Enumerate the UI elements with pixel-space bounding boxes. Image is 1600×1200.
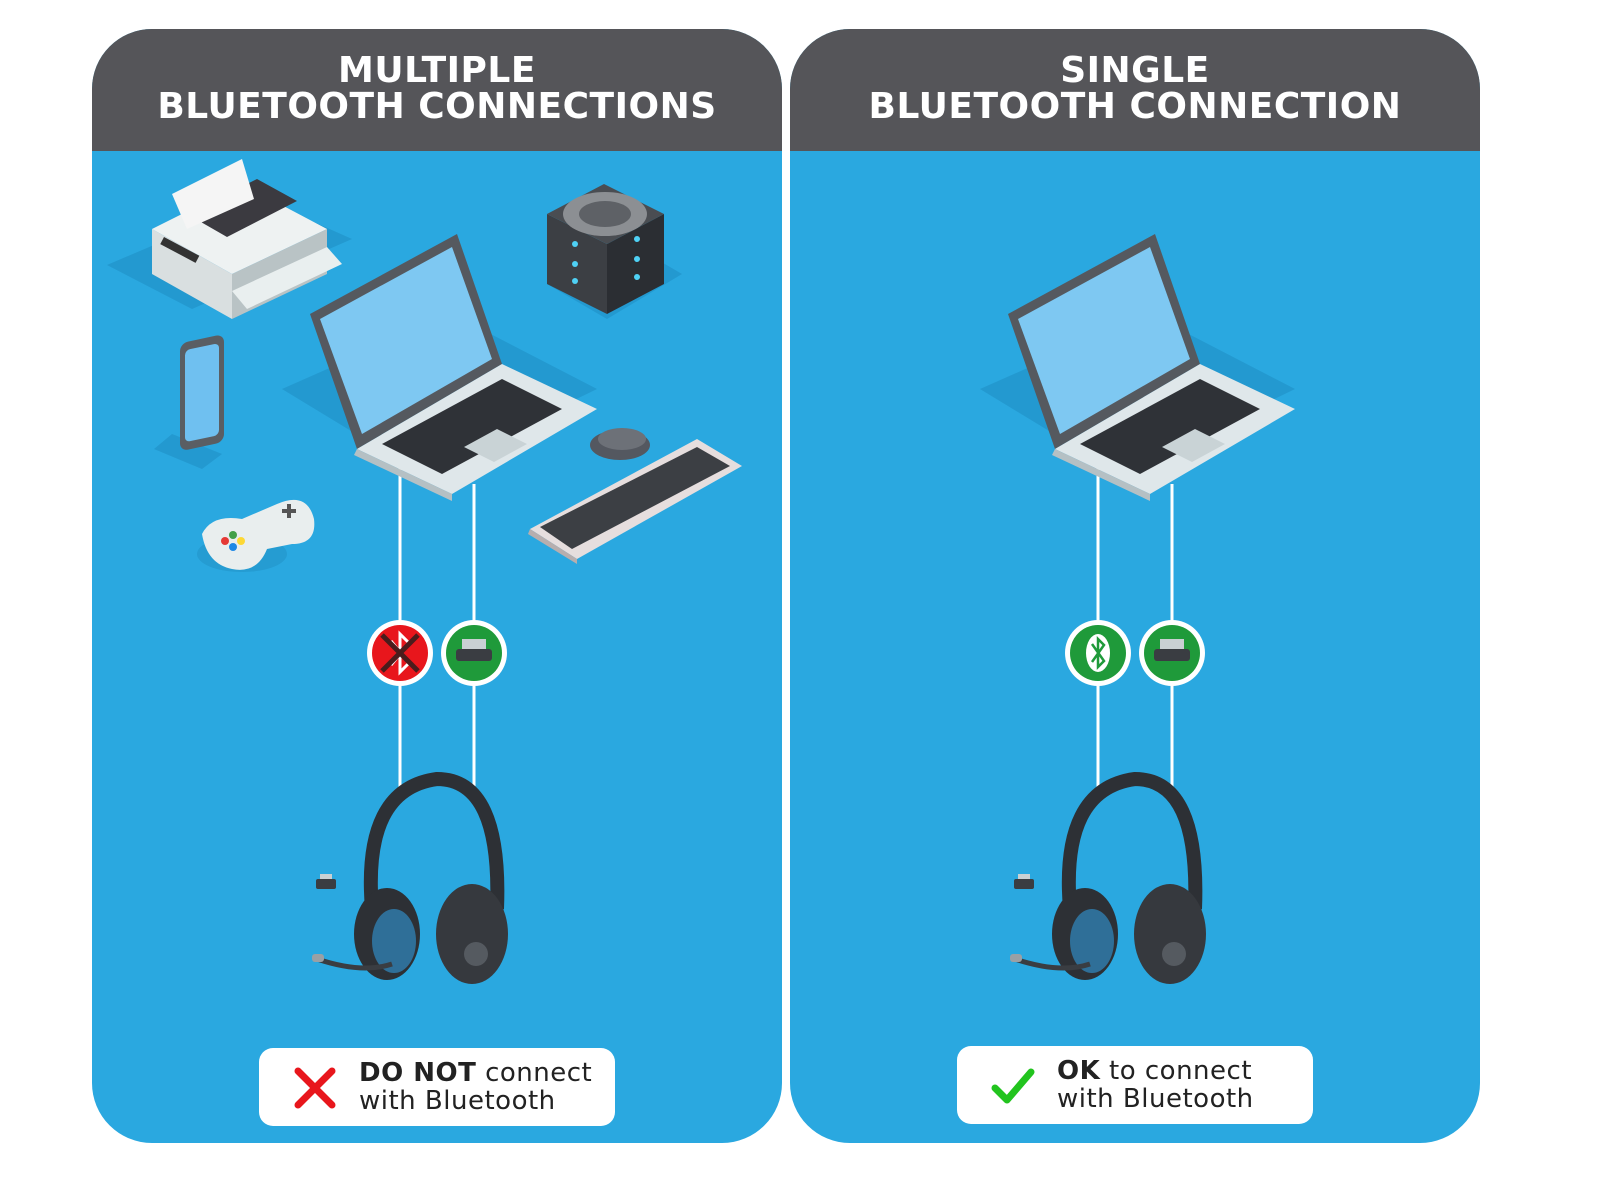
caption-line1: OK to connect <box>1057 1056 1252 1086</box>
usb-dongle-icon <box>441 620 507 686</box>
laptop-icon <box>282 234 597 501</box>
caption-do-not-connect: DO NOT connect with Bluetooth <box>259 1048 615 1126</box>
mouse-icon <box>590 428 650 460</box>
caption-bold: OK <box>1057 1056 1101 1086</box>
panel-header-multiple: MULTIPLE BLUETOOTH CONNECTIONS <box>92 29 782 151</box>
red-x-icon <box>294 1067 336 1109</box>
keyboard-icon <box>528 439 742 564</box>
green-check-icon <box>991 1068 1035 1104</box>
headset-icon <box>312 771 508 984</box>
headset-icon <box>1010 771 1206 984</box>
caption-line1: DO NOT connect <box>359 1058 592 1088</box>
speaker-icon <box>547 184 682 319</box>
panel-single-connection: SINGLE BLUETOOTH CONNECTION <box>790 29 1480 1143</box>
bluetooth-icon <box>1065 620 1131 686</box>
caption-bold: DO NOT <box>359 1058 477 1088</box>
panel-title-line1: MULTIPLE <box>338 50 536 91</box>
caption-ok-to-connect: OK to connect with Bluetooth <box>957 1046 1313 1124</box>
caption-rest: connect <box>476 1058 593 1088</box>
game-controller-icon <box>197 499 315 572</box>
panel-multiple-connections: MULTIPLE BLUETOOTH CONNECTIONS <box>92 29 782 1143</box>
caption-line2: with Bluetooth <box>359 1086 556 1116</box>
usb-dongle-icon <box>1139 620 1205 686</box>
panel-header-single: SINGLE BLUETOOTH CONNECTION <box>790 29 1480 151</box>
panel-title-line2: BLUETOOTH CONNECTION <box>868 86 1402 127</box>
single-device-illustration <box>980 234 1295 984</box>
laptop-icon <box>980 234 1295 501</box>
panel-title-line2: BLUETOOTH CONNECTIONS <box>157 86 717 127</box>
phone-icon <box>154 335 224 469</box>
caption-line2: with Bluetooth <box>1057 1084 1254 1114</box>
panel-title-line1: SINGLE <box>1060 50 1210 91</box>
printer-icon <box>107 159 352 319</box>
multiple-devices-illustration <box>107 159 742 984</box>
caption-rest: to connect <box>1100 1056 1253 1086</box>
bluetooth-crossed-icon <box>367 620 433 686</box>
